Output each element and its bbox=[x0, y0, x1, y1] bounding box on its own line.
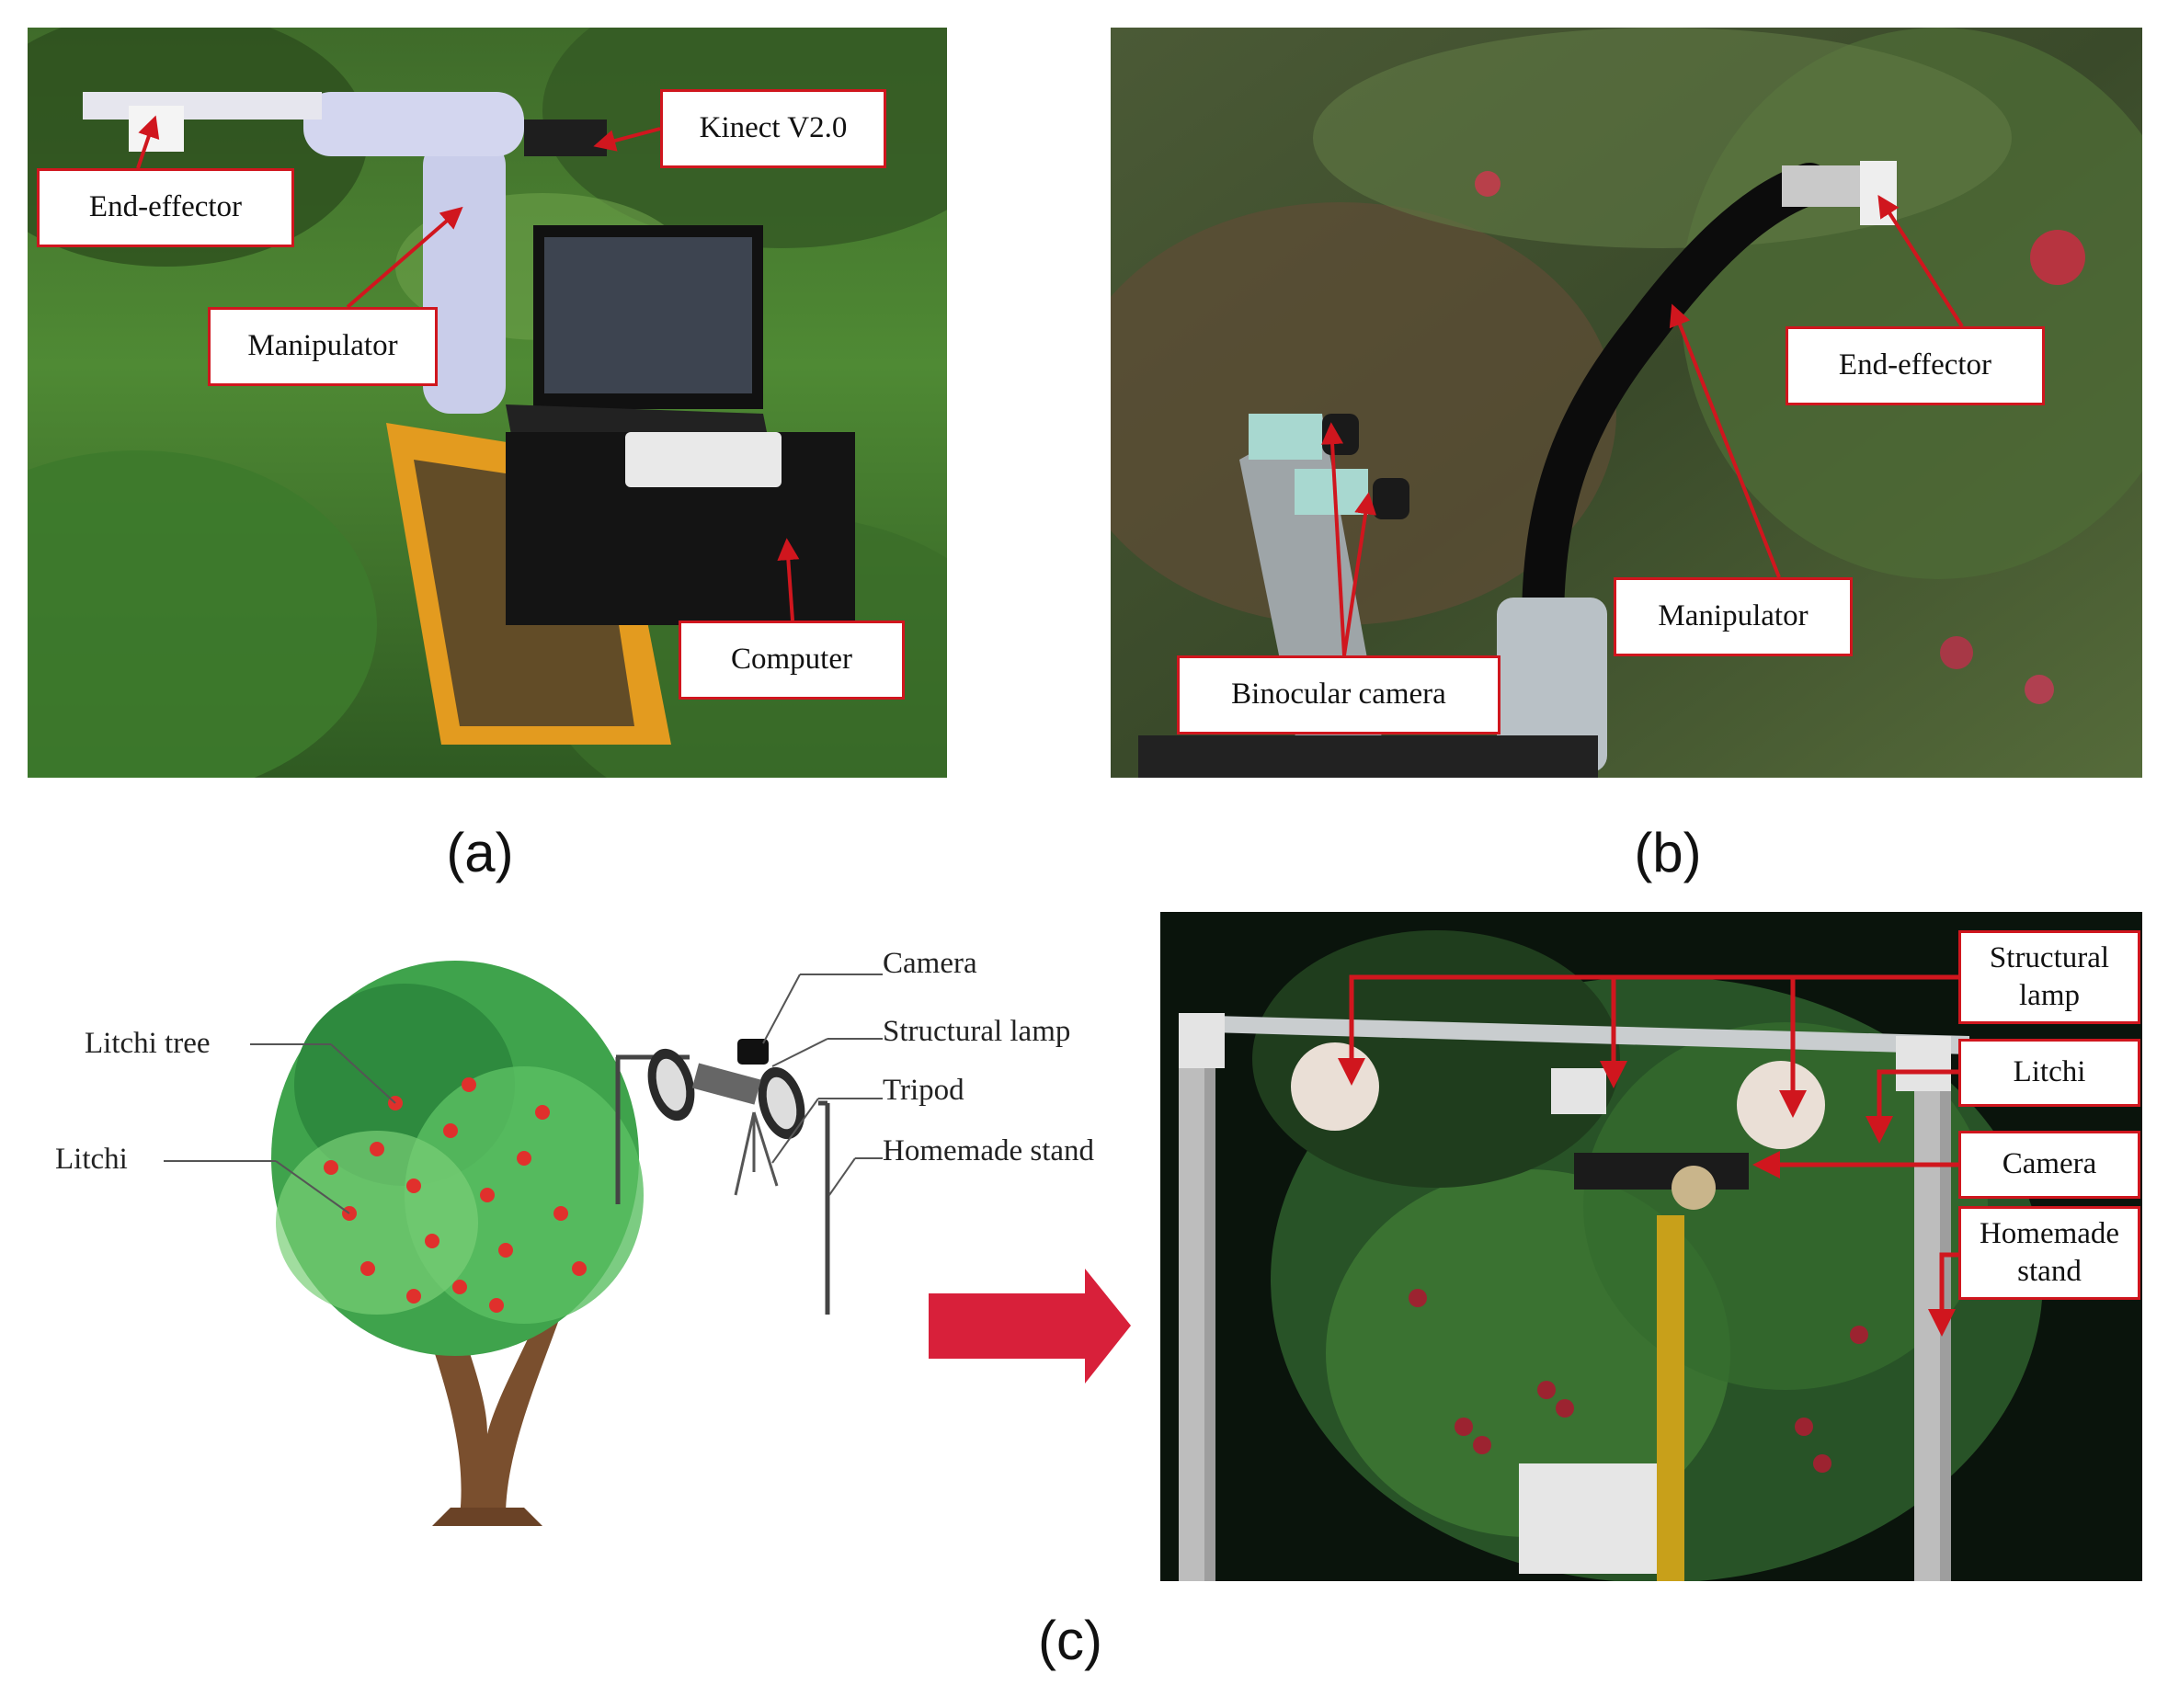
sublabel-a: (a) bbox=[446, 822, 514, 883]
label-litchi-tree: Litchi tree bbox=[85, 1027, 211, 1060]
callout-b-end-effector: End-effector bbox=[1786, 326, 2045, 405]
callout-b-binocular-camera: Binocular camera bbox=[1177, 655, 1500, 734]
callout-a-end-effector: End-effector bbox=[37, 168, 294, 247]
callout-c-homemade-stand: Homemade stand bbox=[1958, 1206, 2140, 1300]
label-structural-lamp: Structural lamp bbox=[883, 1015, 1071, 1048]
callout-b-manipulator: Manipulator bbox=[1614, 577, 1853, 656]
label-litchi: Litchi bbox=[55, 1143, 128, 1176]
callout-a-computer: Computer bbox=[679, 621, 905, 700]
panel-c-diagram bbox=[28, 919, 1131, 1581]
callout-a-kinect: Kinect V2.0 bbox=[660, 89, 886, 168]
callout-a-manipulator: Manipulator bbox=[208, 307, 438, 386]
label-camera: Camera bbox=[883, 947, 977, 980]
label-tripod: Tripod bbox=[883, 1074, 964, 1107]
callout-c-litchi: Litchi bbox=[1958, 1039, 2140, 1107]
callout-c-camera: Camera bbox=[1958, 1131, 2140, 1199]
sublabel-b: (b) bbox=[1634, 822, 1702, 883]
callout-c-structural-lamp: Structural lamp bbox=[1958, 930, 2140, 1024]
label-homemade-stand: Homemade stand bbox=[883, 1134, 1095, 1167]
sublabel-c: (c) bbox=[1038, 1610, 1102, 1671]
